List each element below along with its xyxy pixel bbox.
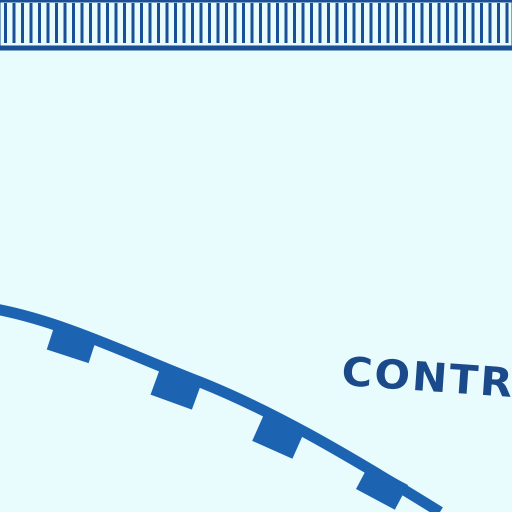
scale-tick bbox=[446, 3, 449, 43]
scale-tick bbox=[386, 3, 390, 43]
scale-tick bbox=[259, 3, 262, 43]
scale-tick bbox=[148, 3, 152, 43]
scale-tick bbox=[89, 3, 92, 43]
scale-tick bbox=[437, 3, 441, 43]
scale-tick bbox=[165, 3, 169, 43]
scale-tick bbox=[505, 3, 509, 43]
scale-tick bbox=[131, 3, 135, 43]
scale-tick bbox=[420, 3, 424, 43]
scale-tick bbox=[344, 3, 347, 43]
scale-tick bbox=[80, 3, 84, 43]
scale-tick bbox=[191, 3, 194, 43]
scale-tick bbox=[174, 3, 177, 43]
scale-bar bbox=[0, 0, 512, 51]
scale-tick bbox=[403, 3, 407, 43]
scale-ticks bbox=[4, 3, 509, 43]
scale-tick bbox=[471, 3, 475, 43]
scale-tick bbox=[123, 3, 126, 43]
boundary-block bbox=[150, 368, 202, 410]
scale-tick bbox=[140, 3, 143, 43]
scale-tick bbox=[301, 3, 305, 43]
scale-bar-frame bbox=[0, 0, 512, 51]
scale-tick bbox=[250, 3, 254, 43]
scale-tick bbox=[497, 3, 500, 43]
scale-tick bbox=[480, 3, 483, 43]
scale-tick bbox=[225, 3, 228, 43]
boundary-line bbox=[0, 304, 443, 512]
scale-tick bbox=[318, 3, 322, 43]
scale-tick bbox=[46, 3, 50, 43]
scale-tick bbox=[72, 3, 75, 43]
scale-tick bbox=[4, 3, 7, 43]
scale-tick bbox=[21, 3, 24, 43]
scale-tick bbox=[216, 3, 220, 43]
scale-tick bbox=[335, 3, 339, 43]
scale-tick bbox=[106, 3, 109, 43]
boundary-block bbox=[356, 464, 408, 510]
scale-tick bbox=[327, 3, 330, 43]
scale-tick bbox=[242, 3, 245, 43]
scale-tick bbox=[182, 3, 186, 43]
scale-tick bbox=[429, 3, 432, 43]
scale-tick bbox=[63, 3, 67, 43]
scale-tick bbox=[267, 3, 271, 43]
scale-tick bbox=[463, 3, 466, 43]
scale-tick bbox=[454, 3, 458, 43]
scale-tick bbox=[97, 3, 101, 43]
scale-tick bbox=[310, 3, 313, 43]
scale-tick bbox=[378, 3, 381, 43]
scale-tick bbox=[29, 3, 33, 43]
scale-tick bbox=[114, 3, 118, 43]
scale-tick bbox=[55, 3, 58, 43]
boundary-blocks bbox=[46, 322, 408, 510]
scale-tick bbox=[276, 3, 279, 43]
scale-tick bbox=[412, 3, 415, 43]
boundary-block bbox=[46, 322, 98, 364]
map-label: CONTR bbox=[340, 349, 512, 407]
scale-tick bbox=[12, 3, 16, 43]
scale-tick bbox=[488, 3, 492, 43]
scale-tick bbox=[395, 3, 398, 43]
scale-tick bbox=[199, 3, 203, 43]
scale-tick bbox=[284, 3, 288, 43]
scale-tick bbox=[352, 3, 356, 43]
scale-tick bbox=[369, 3, 373, 43]
scale-tick bbox=[361, 3, 364, 43]
scale-tick bbox=[157, 3, 160, 43]
scale-tick bbox=[293, 3, 296, 43]
boundary-block bbox=[252, 415, 304, 459]
scale-tick bbox=[38, 3, 41, 43]
scale-tick bbox=[233, 3, 237, 43]
scale-tick bbox=[208, 3, 211, 43]
